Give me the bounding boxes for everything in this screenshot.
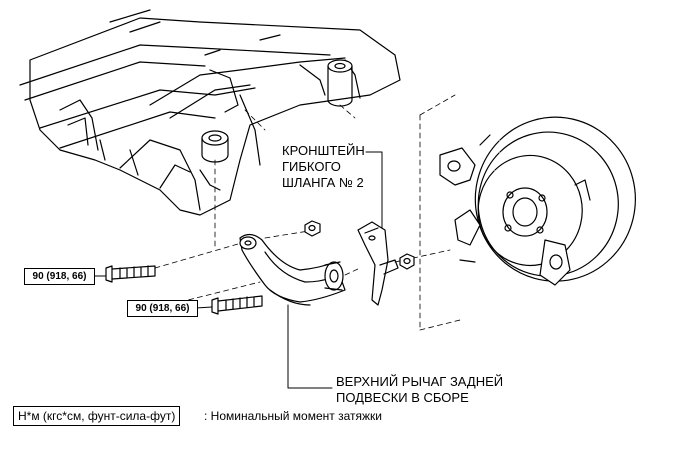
bolt-lower — [211, 295, 263, 315]
bolt-left — [105, 265, 156, 283]
upper-control-arm — [239, 233, 346, 306]
rear-subframe — [19, 9, 401, 216]
bracket-label-line2: ГИБКОГО — [282, 159, 341, 174]
arm-label-line1: ВЕРХНИЙ РЫЧАГ ЗАДНЕЙ — [336, 374, 504, 389]
leader-lines — [92, 151, 383, 389]
hose-bracket — [357, 221, 399, 306]
nut-upper — [304, 220, 321, 237]
nut-right — [399, 253, 415, 270]
bracket-label-line1: КРОНШТЕЙН — [282, 143, 365, 158]
bracket-label-line3: ШЛАНГА № 2 — [282, 175, 364, 190]
torque-spec-lower: 90 (918, 66) — [127, 300, 198, 317]
arm-label-line2: ПОДВЕСКИ В СБОРЕ — [336, 390, 469, 405]
torque-spec-left: 90 (918, 66) — [24, 268, 95, 285]
legend-unit-box: Н*м (кгс*см, фунт-сила-фут) — [13, 406, 181, 426]
legend-description: : Номинальный момент затяжки — [204, 409, 382, 423]
knuckle-and-brake-disc — [439, 116, 636, 286]
